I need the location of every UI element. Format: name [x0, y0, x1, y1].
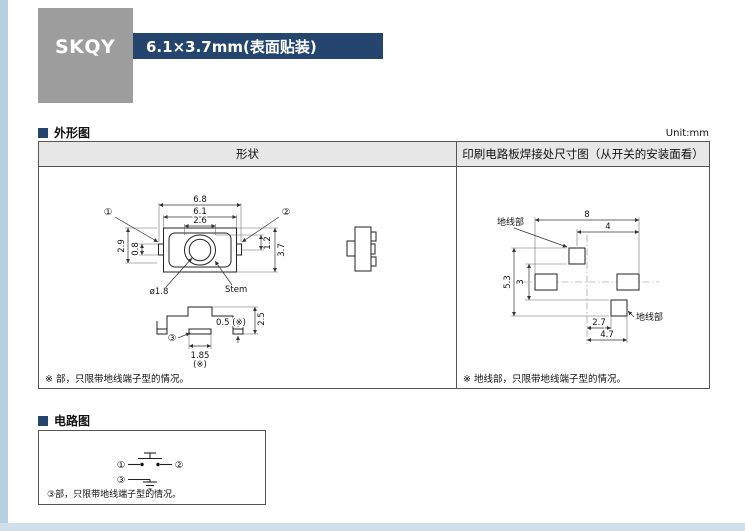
dim-4: 4 — [605, 222, 610, 232]
outline-heading-label: 外形图 — [54, 126, 91, 140]
circuit-section-heading: 电路图 — [38, 412, 90, 429]
circuit-terminal-1: ① — [117, 460, 126, 471]
series-name: SKQY — [55, 36, 116, 58]
title-bar: 6.1×3.7mm(表面贴装) — [133, 33, 383, 59]
top-view-drawing: 6.8 6.1 2.6 2.9 0.8 1.2 3.7 ø1.8 Stem — [104, 195, 291, 297]
terminal-2-marker: ② — [282, 207, 291, 218]
circuit-terminal-2: ② — [175, 460, 184, 471]
ground-land-label-top: 地线部 — [497, 216, 524, 228]
dim-5-3: 5.3 — [503, 275, 513, 289]
dim-2-9: 2.9 — [117, 239, 127, 253]
dim-0-5: 0.5 (※) — [216, 318, 246, 328]
front-view-extension-lines — [188, 306, 258, 349]
dim-2-7: 2.7 — [592, 318, 606, 328]
dim-8: 8 — [584, 210, 589, 220]
shape-footnote: ※ 部，只限带地线端子型的情况。 — [45, 374, 189, 385]
outline-table-header-row: 形状 印刷电路板焊接处尺寸图（从开关的安装面看） — [39, 142, 709, 167]
page-title: 6.1×3.7mm(表面贴装) — [146, 37, 317, 56]
col-header-pcb: 印刷电路板焊接处尺寸图（从开关的安装面看） — [462, 147, 704, 161]
col-header-shape: 形状 — [39, 142, 457, 166]
pcb-extension-lines — [511, 217, 640, 343]
page-edge-strip-bottom — [0, 523, 745, 531]
terminal-3-marker: ③ — [168, 333, 177, 344]
section-bullet-icon — [38, 415, 48, 426]
stem-diameter-label: ø1.8 — [150, 287, 169, 297]
switch-contact-symbol — [138, 452, 162, 467]
dim-1-85: 1.85 — [191, 351, 210, 361]
top-view-leader-lines — [114, 216, 280, 288]
dim-2-5: 2.5 — [257, 312, 267, 326]
pcb-land-pattern-drawing: 8 4 5.3 3 2.7 4.7 地线部 地线部 — [497, 210, 663, 344]
dim-3-7: 3.7 — [277, 243, 287, 257]
pcb-pads — [534, 247, 640, 317]
pcb-leader-lines — [513, 227, 635, 318]
circuit-terminal-3: ③ — [117, 475, 126, 486]
pcb-dimension-lines — [511, 217, 639, 343]
dim-3: 3 — [516, 279, 526, 284]
circuit-diagram: ① ② ③ — [117, 452, 184, 490]
dim-1-2: 1.2 — [263, 236, 273, 250]
top-view-dimension-lines — [125, 202, 278, 272]
switch-front-body — [156, 306, 244, 335]
product-photo-placeholder: SKQY — [38, 8, 133, 103]
pcb-cell: 8 4 5.3 3 2.7 4.7 地线部 地线部 ※ 地线部，只限带地线端子型… — [457, 167, 709, 388]
section-bullet-icon — [38, 127, 48, 138]
dim-6-1: 6.1 — [193, 207, 207, 217]
circuit-heading-label: 电路图 — [54, 414, 91, 428]
ground-land-label-bottom: 地线部 — [636, 311, 663, 323]
shape-drawing: 6.8 6.1 2.6 2.9 0.8 1.2 3.7 ø1.8 Stem — [104, 195, 377, 370]
pcb-footnote: ※ 地线部，只限带地线端子型的情况。 — [463, 374, 626, 385]
front-view-dimension-lines — [177, 307, 258, 349]
dim-4-7: 4.7 — [600, 330, 614, 340]
circuit-footnote: ③部，只限带地线端子型的情况。 — [47, 490, 182, 500]
dim-6-8: 6.8 — [193, 195, 207, 205]
ground-symbol — [143, 481, 157, 490]
front-view-drawing: 2.5 0.5 (※) 1.85 (※) ③ — [156, 306, 267, 370]
unit-label: Unit:mm — [665, 128, 709, 139]
dim-2-6: 2.6 — [193, 216, 207, 226]
switch-top-body — [158, 227, 242, 273]
circuit-wires — [128, 463, 172, 482]
dim-0-8: 0.8 — [131, 242, 141, 256]
page-edge-strip-left — [0, 0, 8, 531]
side-view-drawing — [346, 226, 377, 272]
outline-table: 形状 印刷电路板焊接处尺寸图（从开关的安装面看） — [38, 141, 710, 389]
outline-table-body-row: 6.8 6.1 2.6 2.9 0.8 1.2 3.7 ø1.8 Stem — [39, 167, 709, 388]
circuit-diagram-box: ① ② ③ ③部，只限带地线端子型的情况。 — [38, 430, 266, 505]
shape-cell: 6.8 6.1 2.6 2.9 0.8 1.2 3.7 ø1.8 Stem — [39, 167, 457, 388]
dim-1-85-note: (※) — [193, 360, 207, 370]
stem-label: Stem — [225, 285, 247, 295]
terminal-1-marker: ① — [104, 207, 113, 218]
outline-section-heading: 外形图 — [38, 124, 90, 141]
